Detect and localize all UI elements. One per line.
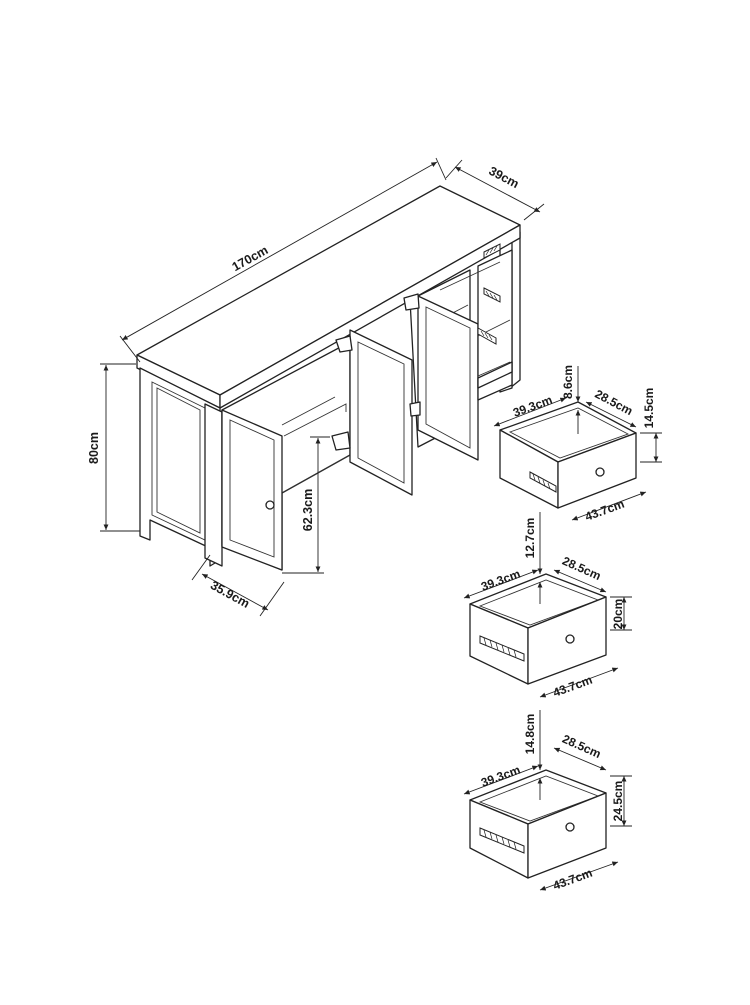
drawer-bay-front-rail [477, 361, 513, 389]
front-left-leg [204, 403, 223, 567]
drawer-1-front-width-label: 43.7cm [583, 497, 626, 524]
drawer-3-front-height-label: 24.5cm [611, 781, 625, 822]
bay-rail-low [477, 327, 497, 345]
drawer-1: 8.6cm 39.3cm 28.5cm 14.5cm 43.7cm [493, 365, 662, 524]
width-label: 170cm [230, 243, 271, 274]
drawer-2-front-width-label: 43.7cm [551, 673, 594, 700]
drawer-3: 14.8cm 39.3cm 28.5cm 24.5cm 43.7cm [463, 710, 632, 893]
left-door-frame [229, 419, 275, 558]
dimension-interior-height: 62.3cm [282, 436, 330, 574]
right-door-frame [425, 306, 471, 449]
dimension-height: 80cm [87, 363, 140, 532]
height-label: 80cm [87, 432, 101, 464]
drawer-3-inner-width-label: 28.5cm [560, 732, 603, 761]
drawer-2-inner-width-label: 28.5cm [560, 554, 603, 583]
drawer-1-slide [529, 471, 557, 493]
drawer-2: 12.7cm 39.3cm 28.5cm 20cm 43.7cm [463, 512, 632, 700]
interior-height-label: 62.3cm [301, 489, 315, 531]
middle-door [349, 329, 413, 496]
bay-rail-mid [483, 287, 501, 303]
sideboard-cabinet [136, 185, 521, 571]
drawer-1-knob [595, 467, 605, 477]
drawer-3-slide [479, 827, 525, 854]
drawer-2-slide [479, 635, 525, 662]
drawer-1-front-height-label: 14.5cm [642, 388, 656, 429]
compartment-1-inner-shelf [283, 403, 347, 437]
depth-label: 39cm [486, 164, 521, 191]
drawer-2-inner-height-label: 12.7cm [523, 518, 537, 559]
drawer-3-knob [565, 822, 575, 832]
drawer-3-front [527, 792, 607, 879]
door-width-label: 35.9cm [208, 578, 252, 611]
middle-door-hinge-bottom [331, 431, 351, 451]
drawer-2-knob [565, 634, 575, 644]
left-side-inner-panel [156, 387, 201, 534]
right-door-hinge-bottom [409, 401, 421, 417]
drawer-2-front-height-label: 20cm [611, 599, 625, 630]
left-door-knob [265, 500, 275, 510]
drawer-3-front-width-label: 43.7cm [551, 866, 594, 893]
drawer-1-inner-height-label: 8.6cm [561, 365, 575, 399]
drawer-3-inner-height-label: 14.8cm [523, 714, 537, 755]
left-open-door [221, 409, 283, 571]
middle-door-frame [357, 341, 405, 484]
drawer-bay [477, 249, 513, 401]
bay-rail-top [483, 243, 501, 259]
